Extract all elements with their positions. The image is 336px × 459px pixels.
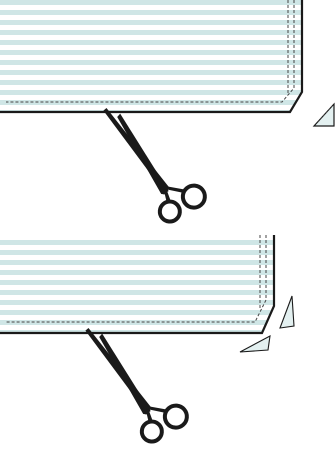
- bottom-cut-triangle-horizontal: [240, 336, 270, 352]
- bottom-paper-stripes: [0, 235, 274, 333]
- bottom-scissors-icon: [67, 314, 192, 450]
- top-paper-sheet: [0, 0, 302, 112]
- bottom-paper-sheet: [0, 235, 274, 333]
- bottom-cut-triangle-vertical: [280, 296, 294, 328]
- top-paper-stripes: [0, 0, 302, 112]
- top-scissors-icon: [85, 94, 210, 230]
